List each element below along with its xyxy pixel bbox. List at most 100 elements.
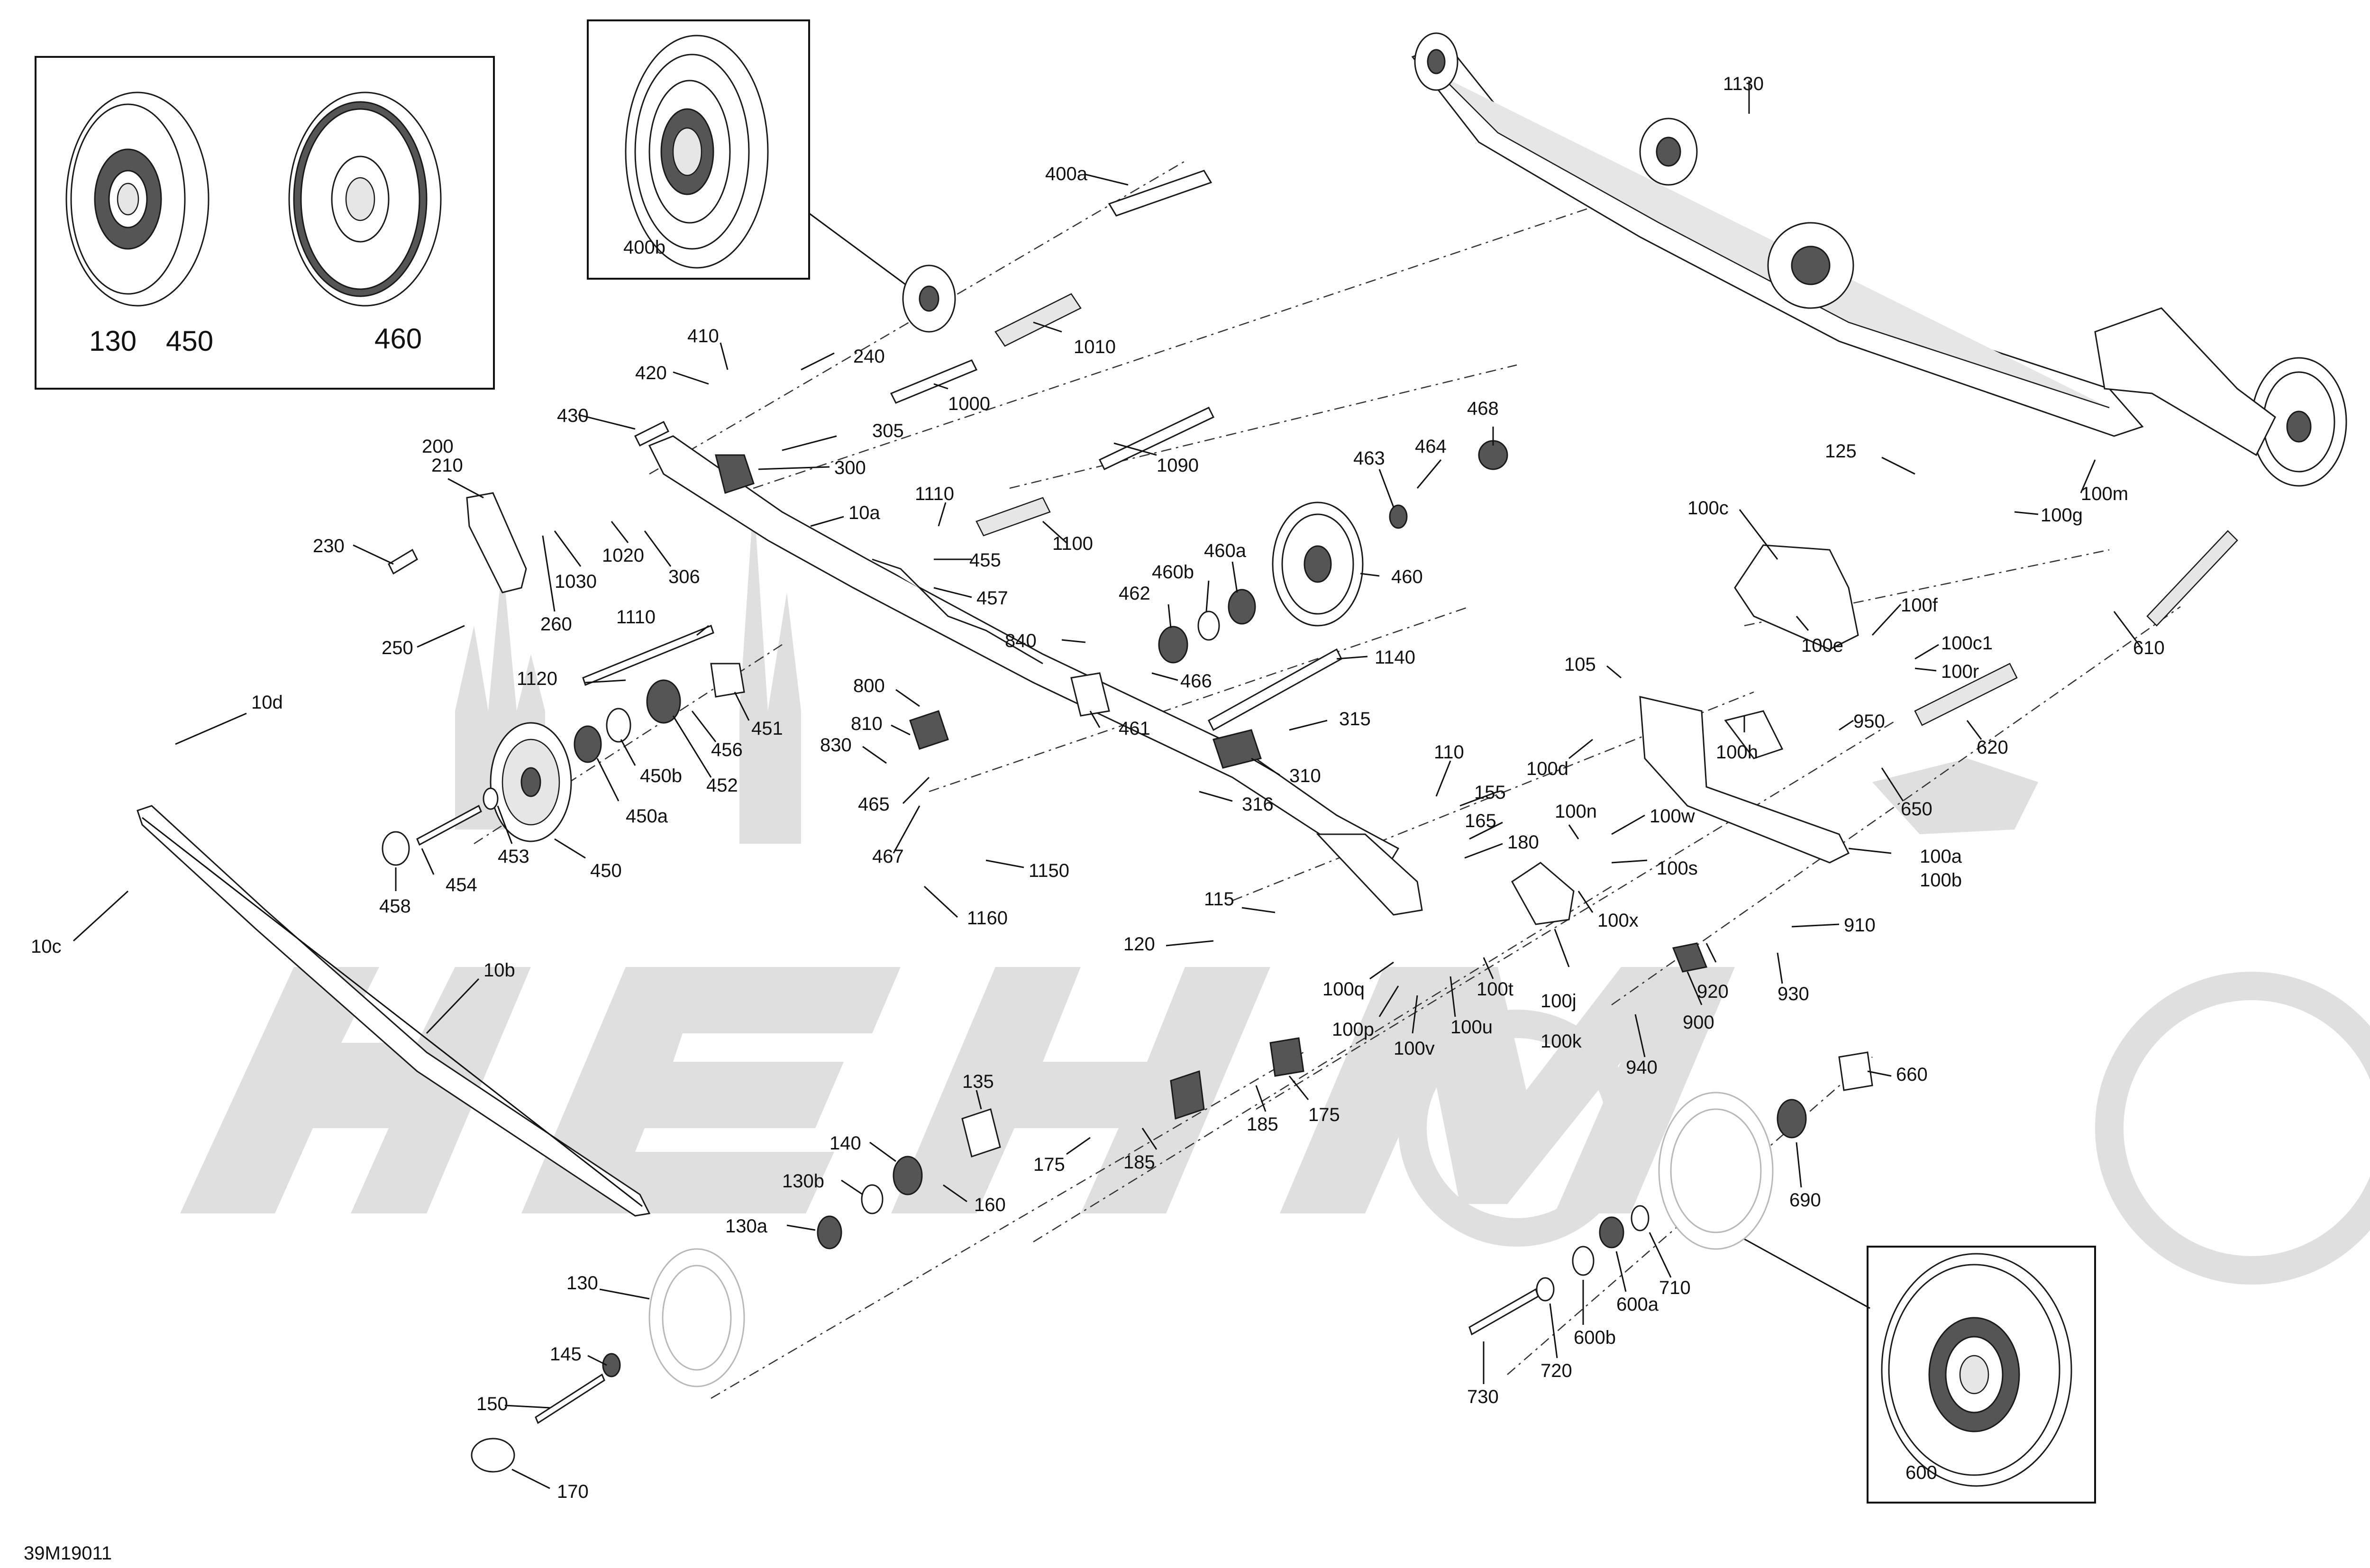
callout-label: 300 (834, 457, 866, 478)
callout-label: 460 (1391, 566, 1423, 587)
callout-label: 940 (1626, 1057, 1658, 1078)
callout-label: 120 (1123, 934, 1155, 955)
callout-label: 454 (446, 875, 477, 895)
callout-label: 457 (976, 588, 1008, 609)
callout-label: 100c (1687, 498, 1729, 519)
callout-label: 840 (1005, 630, 1037, 651)
callout-label: 200 (422, 436, 454, 457)
callout-label: 260 (540, 614, 572, 635)
right-rail-assembly (1411, 32, 2347, 487)
callout-label: 462 (1119, 583, 1150, 604)
callout-label: 600a (1616, 1294, 1659, 1315)
callout-label: 240 (853, 346, 885, 367)
callout-label: 455 (969, 550, 1001, 571)
callout-label: 210 (431, 455, 463, 476)
callout-label: 810 (851, 713, 883, 734)
callout-label: 1000 (948, 393, 990, 414)
document-id: 39M19011 (24, 1543, 112, 1564)
small-parts (382, 170, 2238, 1473)
callout-label: 110 (1434, 742, 1464, 763)
callout-label: 100r (1941, 661, 1979, 682)
inset-label: 400b (623, 237, 665, 258)
callout-label: 100w (1650, 806, 1695, 827)
callout-label: 185 (1247, 1114, 1278, 1135)
callout-label: 450b (640, 766, 682, 786)
callout-label: 100h (1716, 742, 1758, 763)
callout-label: 130 (566, 1273, 598, 1294)
callout-label: 930 (1778, 984, 1809, 1004)
callout-label: 105 (1564, 654, 1596, 675)
callout-label: 1160 (967, 908, 1008, 929)
callout-label: 1140 (1375, 647, 1415, 668)
callout-label: 10a (848, 502, 880, 523)
callout-label: 115 (1204, 889, 1234, 910)
callout-label: 100v (1394, 1038, 1435, 1059)
callout-label: 950 (1853, 711, 1885, 732)
callout-label: 100c1 (1941, 633, 1993, 654)
callout-label: 1020 (602, 545, 644, 566)
callout-label: 160 (974, 1194, 1006, 1215)
callout-label: 100a (1920, 846, 1962, 867)
callout-label: 650 (1901, 799, 1932, 820)
callout-label: 465 (858, 794, 890, 815)
callout-label: 10b (483, 960, 515, 981)
inset-wheels: 130 450 460 (35, 56, 495, 390)
callout-label: 100f (1901, 595, 1938, 616)
callout-label: 620 (1977, 737, 2008, 758)
callout-label: 1090 (1157, 455, 1199, 476)
callout-label: 100b (1920, 870, 1962, 891)
callout-label: 450 (590, 860, 622, 881)
callout-label: 730 (1467, 1386, 1499, 1407)
callout-label: 600b (1574, 1327, 1616, 1348)
callout-label: 145 (550, 1344, 582, 1365)
inset-label: 450 (166, 325, 213, 357)
callout-label: 155 (1474, 782, 1506, 803)
callout-label: 710 (1659, 1277, 1691, 1298)
callout-label: 1100 (1052, 533, 1093, 554)
callout-label: 185 (1123, 1152, 1155, 1173)
callout-label: 610 (2133, 638, 2165, 658)
inset-label: 600 (1905, 1462, 1937, 1483)
callout-label: 1110 (616, 607, 656, 628)
callout-label: 165 (1465, 811, 1496, 831)
callout-label: 100n (1555, 801, 1597, 822)
callout-label: 456 (711, 739, 743, 760)
inset-400b: 400b (587, 19, 906, 285)
callout-label: 1110 (915, 483, 954, 504)
callout-label: 450a (626, 806, 668, 827)
callout-label: 100m (2081, 483, 2128, 504)
assembly-axes (474, 160, 2181, 1399)
callout-label: 1030 (555, 571, 597, 592)
callout-label: 451 (751, 718, 783, 739)
callout-label: 230 (313, 536, 345, 556)
callout-label: 180 (1507, 832, 1539, 853)
inset-600: 600 (1706, 1217, 2096, 1504)
callout-label: 150 (476, 1394, 508, 1414)
callout-labels: 400a 1010 1000 410 420 240 430 305 300 2… (31, 73, 2165, 1502)
callout-label: 316 (1242, 794, 1274, 815)
callout-label: 464 (1415, 436, 1447, 457)
callout-label: 175 (1033, 1154, 1065, 1175)
callout-label: 306 (668, 566, 700, 587)
callout-label: 1150 (1029, 860, 1069, 881)
callout-label: 100q (1322, 979, 1365, 1000)
callout-label: 463 (1353, 448, 1385, 469)
callout-label: 125 (1825, 441, 1857, 462)
callout-label: 100e (1801, 635, 1843, 656)
wheel-460 (288, 91, 442, 307)
callout-label: 830 (820, 735, 852, 756)
callout-label: 140 (830, 1133, 861, 1154)
callout-label: 1010 (1074, 337, 1116, 357)
leader-lines (73, 81, 2143, 1489)
callout-label: 460a (1204, 540, 1247, 561)
callout-label: 100d (1526, 758, 1568, 779)
callout-label: 466 (1180, 671, 1212, 692)
callout-label: 100s (1657, 858, 1698, 879)
callout-label: 250 (382, 638, 413, 658)
callout-label: 315 (1339, 709, 1371, 729)
callout-label: 10d (251, 692, 283, 713)
callout-label: 800 (853, 675, 885, 696)
callout-label: 900 (1683, 1012, 1714, 1033)
callout-label: 690 (1789, 1190, 1821, 1211)
callout-label: 305 (872, 420, 904, 441)
